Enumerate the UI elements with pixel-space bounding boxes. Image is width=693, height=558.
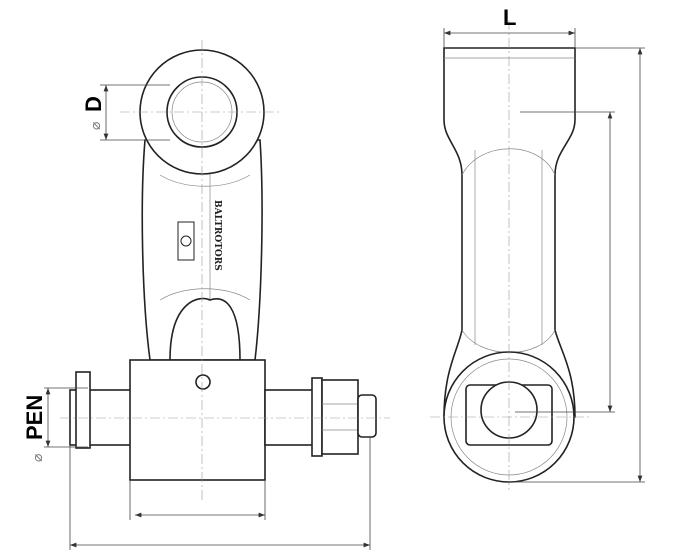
nut: [321, 379, 359, 455]
bolt-end: [357, 394, 377, 438]
dim-label-pen: PEN: [22, 395, 47, 440]
dimension-d: D ⌀: [81, 84, 170, 141]
flange: [75, 371, 91, 449]
dimension-pen: PEN ⌀: [22, 387, 88, 462]
front-view: BALTROTORS: [60, 40, 390, 500]
diameter-symbol: ⌀: [88, 121, 104, 130]
logo: BALTROTORS: [177, 200, 222, 271]
svg-text:BALTROTORS: BALTROTORS: [212, 200, 222, 271]
grease-nipple: [195, 374, 211, 390]
dim-label-l: L: [503, 5, 516, 30]
diameter-symbol: ⌀: [30, 453, 46, 462]
arm-fork: [169, 297, 241, 361]
right-shaft: [264, 389, 316, 446]
dimension-l: L: [443, 5, 576, 48]
side-view: [430, 20, 590, 490]
dim-label-d: D: [81, 96, 106, 112]
dimension-width: [69, 437, 371, 550]
dimension-heights: [509, 47, 645, 483]
